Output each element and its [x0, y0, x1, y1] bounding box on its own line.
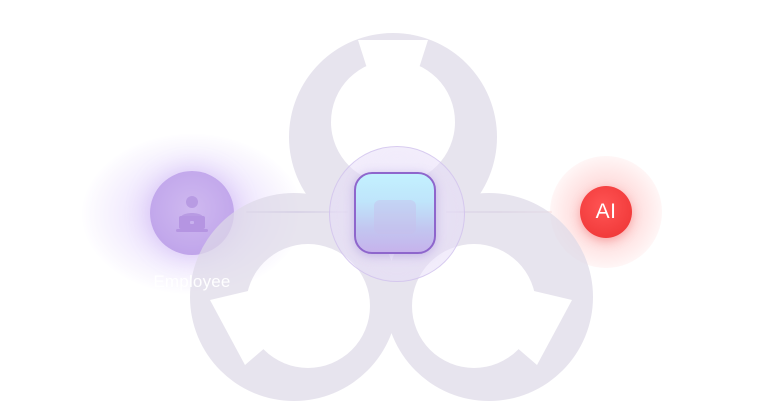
- rounded-square-icon: [374, 200, 416, 234]
- ai-label: AI: [595, 200, 617, 223]
- ai-node[interactable]: AI: [580, 186, 632, 238]
- employee-label: Employee: [153, 272, 231, 291]
- employee-node[interactable]: [150, 171, 234, 255]
- person-at-laptop-icon: [176, 196, 208, 232]
- center-node[interactable]: [354, 172, 436, 254]
